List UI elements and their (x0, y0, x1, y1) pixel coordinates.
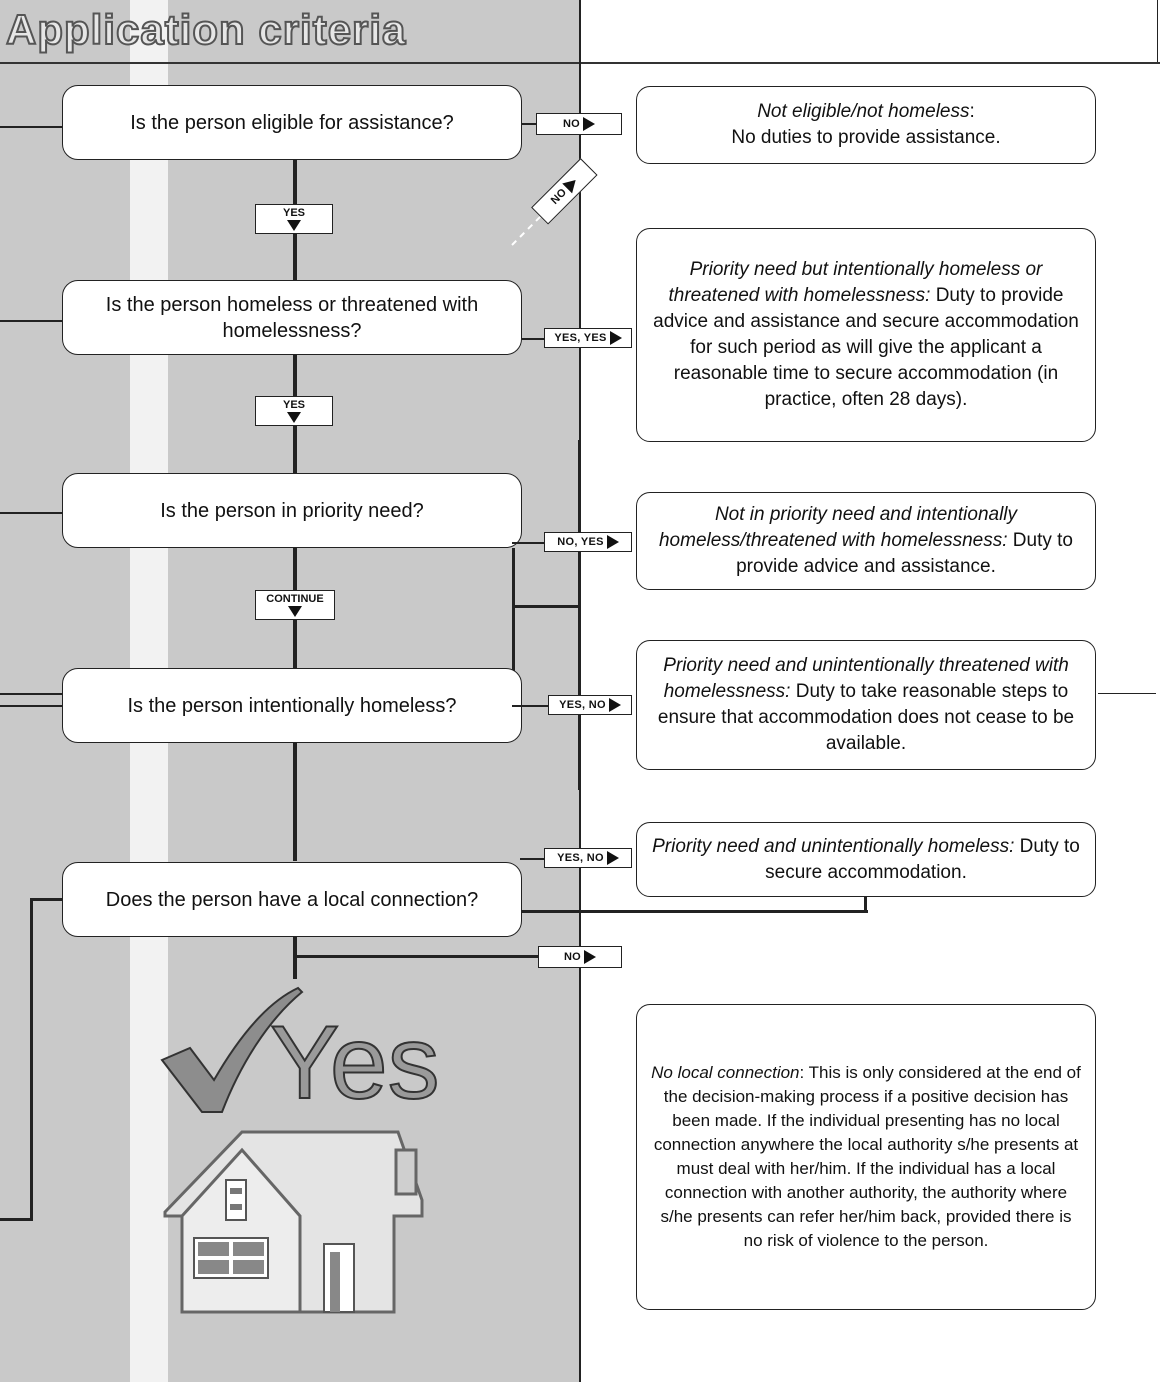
question-priority-need: Is the person in priority need? (62, 473, 522, 548)
connector (512, 548, 515, 724)
outcome-threatened: Priority need and unintentionally threat… (636, 640, 1096, 770)
outcome-not-eligible: Not eligible/not homeless: No duties to p… (636, 86, 1096, 164)
connector (293, 743, 297, 861)
outcome-sep: : (799, 1063, 805, 1082)
outcome-label: Priority need but intentionally homeless… (668, 259, 1043, 306)
connector (293, 937, 297, 979)
connector (0, 1218, 33, 1221)
tag-yes: YES (255, 204, 333, 234)
yes-label: Yes (270, 1005, 440, 1120)
page-title: Application criteria (5, 5, 407, 54)
question-intentionally-homeless: Is the person intentionally homeless? (62, 668, 522, 743)
connector (30, 898, 33, 1220)
connector (522, 338, 544, 340)
connector (512, 605, 580, 608)
outcome-no-local-connection: No local connection: This is only consid… (636, 1004, 1096, 1310)
outcome-sep: : (969, 101, 975, 122)
outcome-label: Priority need and unintentionally threat… (663, 655, 1069, 702)
house-icon (163, 1130, 424, 1314)
tag-yes-no: YES, NO (548, 695, 632, 715)
tag-no-yes: NO, YES (544, 532, 632, 552)
outcome-label: Not in priority need and intentionally h… (658, 504, 1018, 551)
connector (0, 320, 62, 322)
question-homeless: Is the person homeless or threatened wit… (62, 280, 522, 355)
outcome-text: Duty to secure accommodation. (765, 835, 1080, 883)
connector (520, 858, 544, 860)
connector (522, 123, 536, 125)
connector (520, 910, 868, 913)
tag-yes-no: YES, NO (544, 848, 632, 868)
connector (512, 542, 544, 544)
connector (0, 705, 62, 707)
tag-continue: CONTINUE (255, 590, 335, 620)
connector (1098, 693, 1156, 694)
question-eligible: Is the person eligible for assistance? (62, 85, 522, 160)
outcome-label: No local connection (651, 1063, 800, 1082)
question-local-connection: Does the person have a local connection? (62, 862, 522, 937)
outcome-text: No duties to provide assistance. (731, 127, 1001, 148)
outcome-label: Not eligible/not homeless (757, 101, 970, 122)
outcome-intentional-priority: Priority need but intentionally homeless… (636, 228, 1096, 442)
outcome-text: Duty to provide advice and assistance. (736, 530, 1073, 577)
connector (0, 512, 62, 514)
connector (30, 898, 64, 901)
tag-no: NO (538, 946, 622, 968)
outcome-text: Duty to provide advice and assistance an… (653, 285, 1079, 410)
outcome-unintentional: Priority need and unintentionally homele… (636, 822, 1096, 897)
yes-graphic: Yes (160, 986, 441, 1120)
tag-yes: YES (255, 396, 333, 426)
connector (0, 126, 62, 128)
connector (864, 897, 867, 913)
connector (512, 705, 548, 707)
outcome-label: Priority need and unintentionally homele… (652, 835, 1015, 857)
connector (296, 955, 538, 958)
outcome-not-priority: Not in priority need and intentionally h… (636, 492, 1096, 590)
checkmark-icon (160, 986, 304, 1113)
outcome-text: Duty to take reasonable steps to ensure … (657, 681, 1075, 754)
header-right (580, 0, 1158, 62)
outcome-text: This is only considered at the end of th… (653, 1063, 1081, 1250)
connector (578, 440, 581, 790)
tag-no: NO (536, 113, 622, 135)
tag-yes-yes: YES, YES (544, 328, 632, 348)
